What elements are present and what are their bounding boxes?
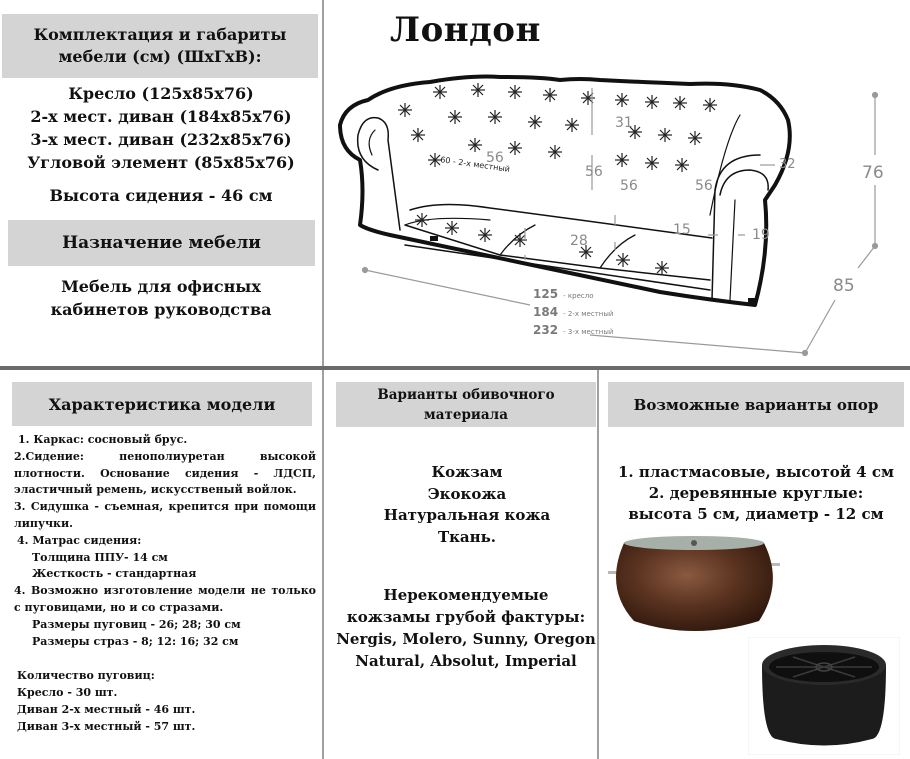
purpose-line: Мебель для офисных [61, 277, 261, 296]
not-recommended-materials: Нерекомендуемые кожзамы грубой фактуры: … [330, 584, 602, 672]
plastic-leg-image [748, 637, 900, 755]
dim-seat-thickness: 15 [673, 222, 691, 238]
vertical-divider-bottom-2 [597, 370, 599, 759]
not-recommended-list: Natural, Absolut, Imperial [355, 652, 577, 670]
materials-header-box [336, 382, 596, 427]
dim-arm-width: 32 [779, 157, 796, 172]
width-legend: 125 - кресло 184 - 2-х местный 232 - 3-х… [533, 283, 613, 337]
tufting-pattern [398, 83, 717, 275]
vertical-divider-bottom-1 [322, 370, 324, 759]
purpose-line: кабинетов руководства [50, 300, 272, 319]
width-row: 125 - кресло [533, 283, 613, 301]
dim-depth: 85 [833, 276, 855, 296]
legs-line: 2. деревянные круглые: [648, 484, 864, 502]
purpose-header: Назначение мебели [8, 220, 315, 266]
width-value: 184 [533, 305, 559, 319]
dimension-item: Угловой элемент (85x85x76) [27, 153, 295, 172]
material-option: Кожзам [431, 463, 503, 481]
dim-cushion-2: 56 [585, 164, 603, 180]
dimension-item: 3-х мест. диван (232x85x76) [30, 130, 292, 149]
materials-header-text: Варианты обивочного материала [377, 386, 555, 423]
legs-header-box [608, 382, 904, 427]
char-line: 4. Матрас сидения: [17, 533, 142, 547]
char-line: 4. Возможно изготовление модели не тольк… [14, 584, 316, 614]
seat-height: Высота сидения - 46 см [49, 186, 273, 205]
dimensions-header-box [2, 14, 318, 78]
width-row: 184 - 2-х местный [533, 301, 613, 319]
char-line: Размеры пуговиц - 26; 28; 30 см [32, 617, 241, 631]
model-title: Лондон [390, 10, 541, 50]
legs-line: высота 5 см, диаметр - 12 см [628, 505, 884, 523]
vertical-divider-top [322, 0, 324, 366]
sofa-diagram [338, 74, 879, 357]
sofa-foot-left [430, 236, 438, 241]
buttons-count-item: Диван 2-х местный - 46 шт. [17, 702, 196, 716]
width-value: 232 [533, 323, 559, 337]
legs-line: 1. пластмасовые, высотой 4 см [618, 463, 894, 481]
dim-back-height: 31 [615, 115, 633, 131]
width-note: - 3-х местный [563, 328, 614, 336]
purpose-text: Мебель для офисных кабинетов руководства [0, 275, 322, 321]
char-line: 3. Сидушка - съемная, крепится при помощ… [14, 500, 316, 530]
purpose-header-box [8, 220, 315, 266]
buttons-count-item: Кресло - 30 шт. [17, 686, 118, 700]
characteristics-header: Характеристика модели [12, 382, 312, 426]
dim-cushion-1: 56 [486, 150, 504, 166]
characteristics-body: 1. Каркас: сосновый брус. 2.Сидение: пен… [14, 432, 316, 736]
material-option: Экокожа [427, 484, 507, 503]
buttons-count-item: Диван 3-х местный - 57 шт. [17, 719, 196, 733]
characteristics-header-box [12, 382, 312, 426]
dimension-item: Кресло (125x85x76) [68, 84, 254, 103]
material-option: Натуральная кожа [383, 506, 551, 524]
dim-cushion-3: 56 [620, 178, 638, 194]
width-note: - кресло [563, 292, 594, 300]
legs-header: Возможные варианты опор [608, 382, 904, 427]
dim-total-height: 76 [862, 163, 884, 183]
dimensions-list: Кресло (125x85x76) 2-х мест. диван (184x… [0, 82, 322, 174]
width-value: 125 [533, 287, 559, 301]
legs-header-text: Возможные варианты опор [633, 395, 879, 414]
characteristics-header-text: Характеристика модели [48, 394, 276, 414]
dimensions-header: Комплектация и габариты мебели (см) (ШхГ… [2, 14, 318, 78]
dimension-item: 2-х мест. диван (184x85x76) [30, 107, 292, 126]
dim-front-height: 28 [570, 233, 588, 249]
char-line: Размеры страз - 8; 12: 16; 32 см [32, 634, 239, 648]
dimensions-header-text: Комплектация и габариты мебели (см) (ШхГ… [33, 25, 287, 66]
sofa-foot-right [748, 298, 757, 303]
buttons-count-header: Количество пуговиц: [17, 669, 155, 683]
dim-cushion-4: 56 [695, 178, 713, 194]
not-recommended-list: Nergis, Molero, Sunny, Oregon [336, 630, 596, 648]
not-recommended-header: кожзамы грубой фактуры: [346, 608, 586, 626]
not-recommended-header: Нерекомендуемые [383, 586, 549, 604]
char-line: 1. Каркас: сосновый брус. [18, 433, 188, 446]
legs-text: 1. пластмасовые, высотой 4 см 2. деревян… [602, 462, 910, 525]
char-line: Толщина ППУ- 14 см [32, 550, 168, 564]
purpose-header-text: Назначение мебели [62, 233, 261, 253]
horizontal-divider [0, 366, 910, 370]
materials-list: Кожзам Экокожа Натуральная кожа Ткань. [336, 462, 598, 548]
wooden-leg-image [608, 536, 780, 631]
dim-arm-height: 19 [752, 227, 770, 243]
width-note: - 2-х местный [563, 310, 614, 318]
material-option: Ткань. [437, 527, 497, 546]
width-row: 232 - 3-х местный [533, 319, 613, 337]
char-line: 2.Сидение: пенополиуретан высокой плотно… [14, 449, 316, 497]
materials-header: Варианты обивочного материала [336, 382, 596, 427]
char-line: Жесткость - стандартная [32, 567, 197, 581]
